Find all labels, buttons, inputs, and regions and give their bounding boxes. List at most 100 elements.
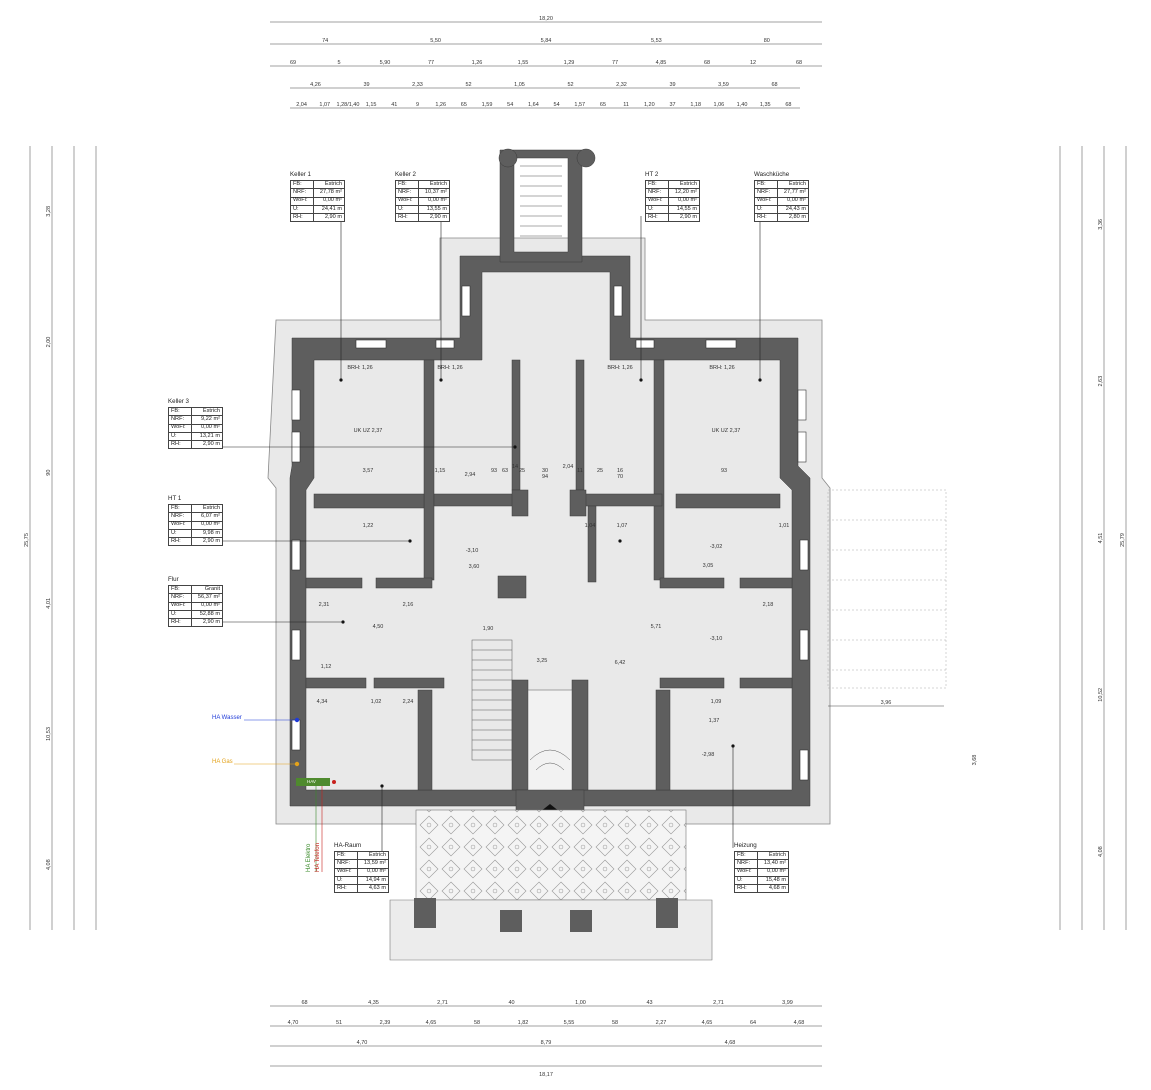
- dimension-value: 10,53: [46, 727, 52, 741]
- dimension-value: 77: [428, 60, 434, 66]
- room-name: HT 1: [168, 495, 182, 502]
- interior-dimension: 2,04: [563, 464, 574, 470]
- room-attr-key: FB:: [168, 504, 192, 514]
- interior-dimension: 70: [617, 474, 623, 480]
- dimension-value: 12: [750, 60, 756, 66]
- interior-dimension: 3,60: [469, 564, 480, 570]
- interior-dimension: 3,05: [703, 563, 714, 569]
- dimension-value: 39: [669, 82, 675, 88]
- room-attr-value: 13,40 m²: [757, 859, 789, 869]
- interior-dimension: 94: [542, 474, 548, 480]
- room-attr-value: Estrich: [757, 851, 789, 861]
- dimension-value: 4,26: [310, 82, 321, 88]
- room-attr-value: 4,68 m: [757, 883, 789, 894]
- dimension-value: 4,01: [46, 598, 52, 609]
- floor-elevation: -2,98: [702, 752, 715, 758]
- room-attr-value: 6,07 m²: [191, 512, 223, 522]
- dimension-value: 1,07: [319, 102, 330, 108]
- room-attr-key: U:: [754, 204, 778, 214]
- dimension-value: 52: [567, 82, 573, 88]
- room-attr-key: RH:: [334, 883, 358, 894]
- dimension-value: 1,40: [737, 102, 748, 108]
- interior-dimension: 1,01: [779, 523, 790, 529]
- dimension-value: 1,57: [574, 102, 585, 108]
- room-attr-value: 0,00 m²: [418, 196, 450, 206]
- room-attr-key: FB:: [754, 180, 778, 190]
- room-attr-value: 0,00 m²: [313, 196, 345, 206]
- dimension-value: 74: [322, 38, 328, 44]
- room-attr-value: 24,43 m: [777, 204, 809, 214]
- dimension-value: 4,85: [656, 60, 667, 66]
- room-attr-key: RH:: [168, 439, 192, 450]
- dimension-value: 1,82: [518, 1020, 529, 1026]
- dimension-value: 2,71: [437, 1000, 448, 1006]
- interior-dimension: 93: [721, 468, 727, 474]
- dimension-value: 5,55: [564, 1020, 575, 1026]
- dimension-value: 1,35: [760, 102, 771, 108]
- ha-wasser-label: HA Wasser: [212, 715, 242, 721]
- room-name: HA-Raum: [334, 842, 362, 849]
- dimension-value: 2,63: [1098, 376, 1104, 387]
- dimension-value: 3,36: [1098, 219, 1104, 230]
- dimension-value: 58: [612, 1020, 618, 1026]
- dimension-value: 1,15: [366, 102, 377, 108]
- room-attr-value: 0,00 m²: [357, 867, 389, 877]
- dimension-value: 3,28: [46, 206, 52, 217]
- room-attr-key: WoFl:: [645, 196, 669, 206]
- room-attr-value: 2,90 m: [668, 212, 700, 223]
- dimension-value: 4,70: [288, 1020, 299, 1026]
- dimension-total-right: 25,79: [1120, 533, 1126, 547]
- room-attr-value: 0,00 m²: [191, 601, 223, 611]
- dimension-total-bottom: 18,17: [539, 1072, 553, 1078]
- interior-dimension: 63: [502, 468, 508, 474]
- room-attr-value: 2,90 m: [191, 536, 223, 547]
- room-name: Heizung: [734, 842, 757, 849]
- dimension-value: 2,04: [296, 102, 307, 108]
- gas-connection-icon: [294, 761, 300, 767]
- room-attr-value: Estrich: [191, 407, 223, 417]
- dimension-value: 11: [623, 102, 629, 108]
- dimension-value: 37: [669, 102, 675, 108]
- dimension-value: 3,68: [972, 755, 978, 766]
- dimension-value: 4,65: [426, 1020, 437, 1026]
- hav-label: HAV: [307, 779, 316, 784]
- dimension-value: 68: [771, 82, 777, 88]
- room-name: Keller 2: [395, 171, 416, 178]
- house-connections: [234, 717, 336, 872]
- dimension-value: 52: [465, 82, 471, 88]
- interior-dimension: 2,18: [763, 602, 774, 608]
- room-attr-key: NRF:: [395, 188, 419, 198]
- dimension-value: 5,50: [430, 38, 441, 44]
- room-name: Keller 1: [290, 171, 311, 178]
- dimension-value: 2,27: [656, 1020, 667, 1026]
- interior-dimension: 14: [512, 464, 518, 470]
- parapet-height-label: BRH: 1,26: [437, 365, 462, 371]
- dimension-lines: [29, 21, 1127, 1067]
- dimension-value: 54: [507, 102, 513, 108]
- room-attr-key: NRF:: [334, 859, 358, 869]
- interior-dimension: 2,24: [403, 699, 414, 705]
- ceiling-height-label: UK UZ 2,37: [354, 428, 383, 434]
- parapet-height-label: BRH: 1,26: [709, 365, 734, 371]
- room-attr-key: RH:: [290, 212, 314, 223]
- dimension-value: 4,08: [46, 859, 52, 870]
- room-attr-key: U:: [334, 875, 358, 885]
- room-attr-value: 4,63 m: [357, 883, 389, 894]
- room-attr-key: NRF:: [734, 859, 758, 869]
- parapet-height-label: BRH: 1,26: [607, 365, 632, 371]
- room-attr-key: RH:: [754, 212, 778, 223]
- room-attr-key: FB:: [334, 851, 358, 861]
- room-attr-key: NRF:: [168, 593, 192, 603]
- interior-dimension: 25: [519, 468, 525, 474]
- room-attr-value: 15,48 m: [757, 875, 789, 885]
- room-attr-key: NRF:: [290, 188, 314, 198]
- dimension-value: 51: [336, 1020, 342, 1026]
- room-attr-key: RH:: [734, 883, 758, 894]
- dimension-value: 4,68: [794, 1020, 805, 1026]
- room-attr-value: Estrich: [777, 180, 809, 190]
- room-attr-value: 24,41 m: [313, 204, 345, 214]
- room-attr-key: WoFl:: [734, 867, 758, 877]
